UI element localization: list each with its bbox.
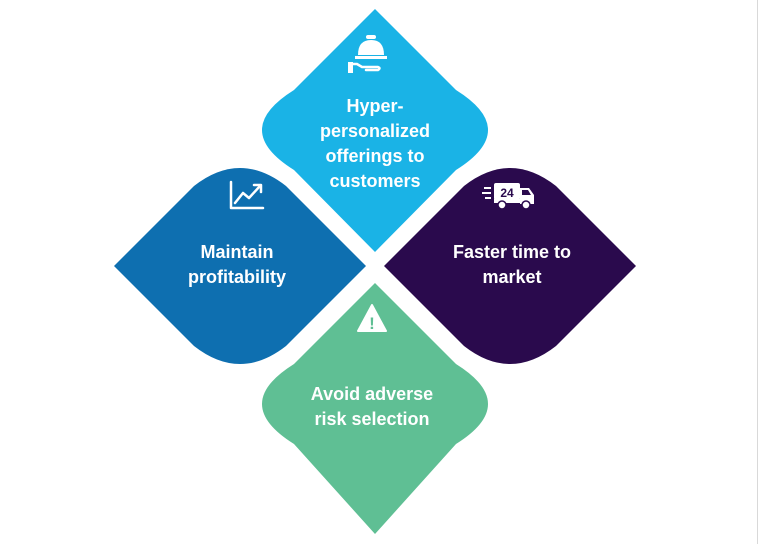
line-chart-icon (229, 180, 265, 210)
diamond-top (262, 9, 488, 252)
food-service-icon (348, 35, 387, 73)
label-bottom: Avoid adverse risk selection (311, 382, 433, 432)
label-top-line: customers (329, 171, 421, 191)
label-top-line: personalized (319, 121, 431, 141)
delivery-truck-24-icon: 24 (482, 183, 534, 210)
right-edge-line (757, 0, 758, 544)
label-bottom-line: Avoid adverse (310, 384, 434, 404)
label-top-line: Hyper- (346, 96, 404, 116)
label-left-line: Maintain (200, 242, 274, 262)
label-left: Maintain profitability (188, 240, 286, 290)
label-left-line: profitability (188, 267, 286, 287)
label-top: Hyper- personalized offerings to custome… (320, 94, 430, 194)
truck-24-text: 24 (500, 186, 514, 200)
diamond-left (114, 168, 366, 364)
label-right: Faster time to market (453, 240, 571, 290)
label-right-line: Faster time to (452, 242, 572, 262)
diamond-right (384, 168, 636, 364)
diamond-bottom (262, 283, 488, 534)
label-top-line: offerings to (325, 146, 425, 166)
label-right-line: market (482, 267, 542, 287)
warning-icon: ! (357, 304, 387, 333)
label-bottom-line: risk selection (314, 409, 430, 429)
warning-mark-text: ! (369, 314, 375, 333)
